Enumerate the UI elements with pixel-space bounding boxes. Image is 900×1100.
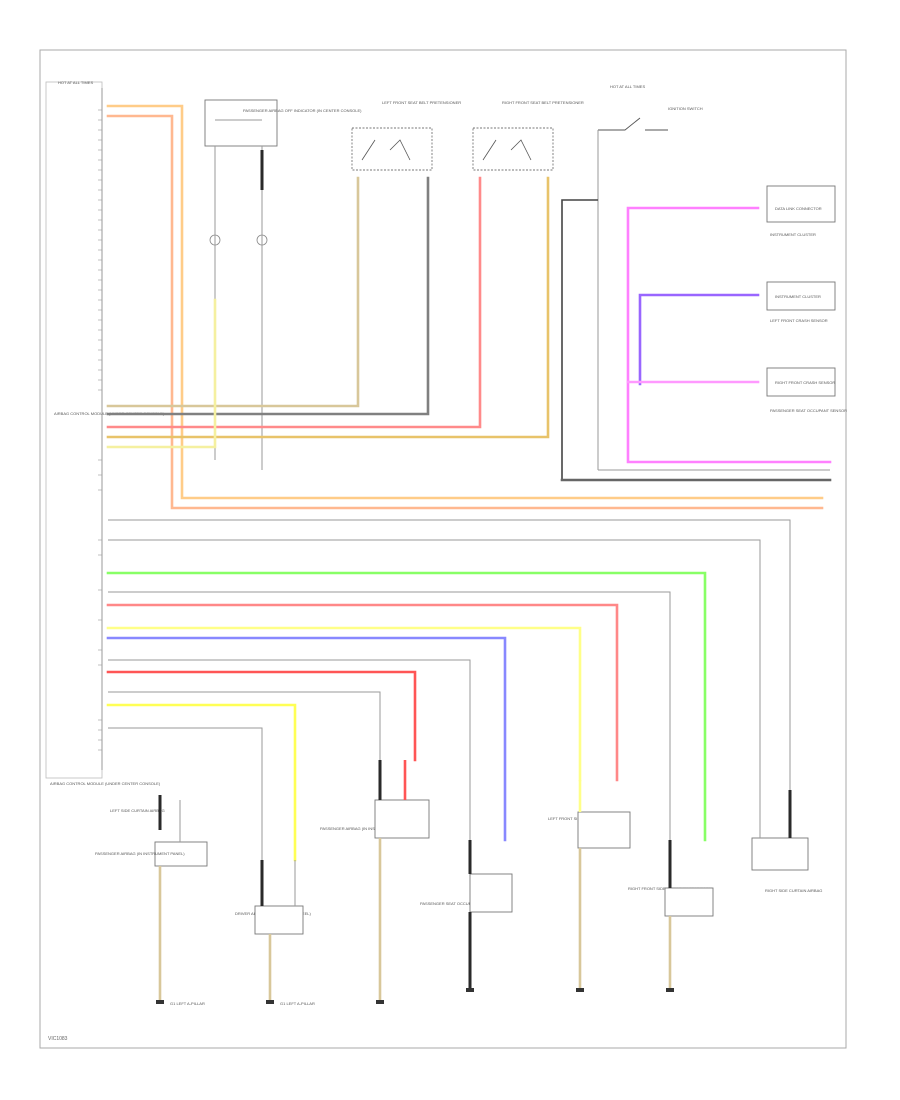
svg-text:G1 LEFT A-PILLAR: G1 LEFT A-PILLAR [170, 1001, 205, 1006]
right-side-airbag: RIGHT FRONT SIDE AIRBAG (IN SEAT BACK) [628, 840, 714, 992]
svg-text:RIGHT SIDE CURTAIN AIRBAG: RIGHT SIDE CURTAIN AIRBAG [765, 888, 822, 893]
wire-wht-6 [108, 727, 263, 860]
wire-wht-2 [108, 539, 761, 790]
airbag-module-label-bottom: AIRBAG CONTROL MODULE (UNDER CENTER CONS… [50, 781, 161, 786]
svg-text:PASSENGER AIRBAG (IN INSTRUMEN: PASSENGER AIRBAG (IN INSTRUMENT PANEL) [320, 826, 410, 831]
left-seat-belt-pretensioner: LEFT FRONT SEAT BELT PRETENSIONER [351, 100, 461, 171]
right-seat-belt-pretensioner: RIGHT FRONT SEAT BELT PRETENSIONER [472, 100, 584, 171]
svg-text:INSTRUMENT CLUSTER: INSTRUMENT CLUSTER [775, 294, 821, 299]
svg-text:LEFT FRONT CRASH SENSOR: LEFT FRONT CRASH SENSOR [770, 318, 828, 323]
wire-wht-5 [108, 691, 381, 760]
airbag-control-module: HOT AT ALL TIMES AIRBAG CONTROL MODULE (… [45, 80, 165, 786]
wire-gry-2 [106, 176, 430, 416]
passenger-airbag-off-indicator: PASSENGER AIRBAG OFF INDICATOR (IN CENTE… [204, 99, 362, 470]
svg-text:LEFT FRONT SEAT BELT PRETENSIO: LEFT FRONT SEAT BELT PRETENSIONER [382, 100, 461, 105]
wire-grn [106, 571, 707, 842]
wire-red-low [106, 670, 417, 762]
diagram-frame [39, 49, 847, 1049]
svg-text:DATA LINK CONNECTOR: DATA LINK CONNECTOR [775, 206, 822, 211]
wire-vio [638, 293, 760, 386]
svg-text:PASSENGER AIRBAG (IN INSTRUMEN: PASSENGER AIRBAG (IN INSTRUMENT PANEL) [95, 851, 185, 856]
svg-text:PASSENGER AIRBAG OFF INDICATOR: PASSENGER AIRBAG OFF INDICATOR (IN CENTE… [243, 108, 362, 113]
diagram-code: VIC1083 [48, 1036, 68, 1042]
wire-red-top [106, 176, 482, 429]
svg-text:RIGHT FRONT SEAT BELT PRETENSI: RIGHT FRONT SEAT BELT PRETENSIONER [502, 100, 584, 105]
wire-yel-top [106, 176, 550, 439]
svg-text:G1 LEFT A-PILLAR: G1 LEFT A-PILLAR [280, 1001, 315, 1006]
data-link-connector: DATA LINK CONNECTOR INSTRUMENT CLUSTER [766, 185, 836, 237]
passenger-seat-sensor: PASSENGER SEAT OCCUPANT SENSOR [420, 840, 513, 992]
wire-org-blk [106, 104, 824, 500]
wire-pnk [626, 206, 832, 464]
crash-sensor-module: RIGHT FRONT CRASH SENSOR PASSENGER SEAT … [766, 367, 847, 413]
svg-text:RIGHT FRONT CRASH SENSOR: RIGHT FRONT CRASH SENSOR [775, 380, 835, 385]
driver-airbag: DRIVER AIRBAG (IN STEERING WHEEL) G1 LEF… [235, 860, 315, 1006]
svg-text:LEFT SIDE CURTAIN AIRBAG: LEFT SIDE CURTAIN AIRBAG [110, 808, 165, 813]
svg-text:PASSENGER SEAT OCCUPANT SENSOR: PASSENGER SEAT OCCUPANT SENSOR [770, 408, 847, 413]
wire-gry-1 [106, 176, 360, 408]
svg-text:INSTRUMENT CLUSTER: INSTRUMENT CLUSTER [770, 232, 816, 237]
wire-yel-mid [106, 626, 582, 782]
hot-label-top: HOT AT ALL TIMES [58, 80, 93, 85]
instrument-cluster: INSTRUMENT CLUSTER LEFT FRONT CRASH SENS… [766, 281, 836, 323]
svg-text:HOT AT ALL TIMES: HOT AT ALL TIMES [610, 84, 645, 89]
left-side-curtain-airbag: LEFT SIDE CURTAIN AIRBAG G1 LEFT A-PILLA… [95, 795, 208, 1006]
wire-wht-1 [108, 519, 791, 790]
wire-red-mid [106, 603, 619, 782]
wire-wht-3 [108, 591, 671, 840]
right-side-curtain-airbag: RIGHT SIDE CURTAIN AIRBAG [751, 790, 822, 893]
passenger-airbag: PASSENGER AIRBAG (IN INSTRUMENT PANEL) [320, 760, 430, 1004]
wire-org-brn [106, 114, 824, 510]
svg-text:IGNITION SWITCH: IGNITION SWITCH [668, 106, 703, 111]
wire-yel-indicator [106, 298, 217, 449]
svg-text:PASSENGER SEAT OCCUPANT SENSOR: PASSENGER SEAT OCCUPANT SENSOR [420, 901, 497, 906]
wire-blu [106, 636, 507, 842]
wire-wht-4 [108, 659, 471, 840]
wire-yel-low [106, 703, 297, 862]
left-side-airbag: LEFT FRONT SIDE AIRBAG (IN SEAT BACK) [548, 780, 631, 992]
ignition-switch: HOT AT ALL TIMES IGNITION SWITCH [561, 84, 703, 480]
